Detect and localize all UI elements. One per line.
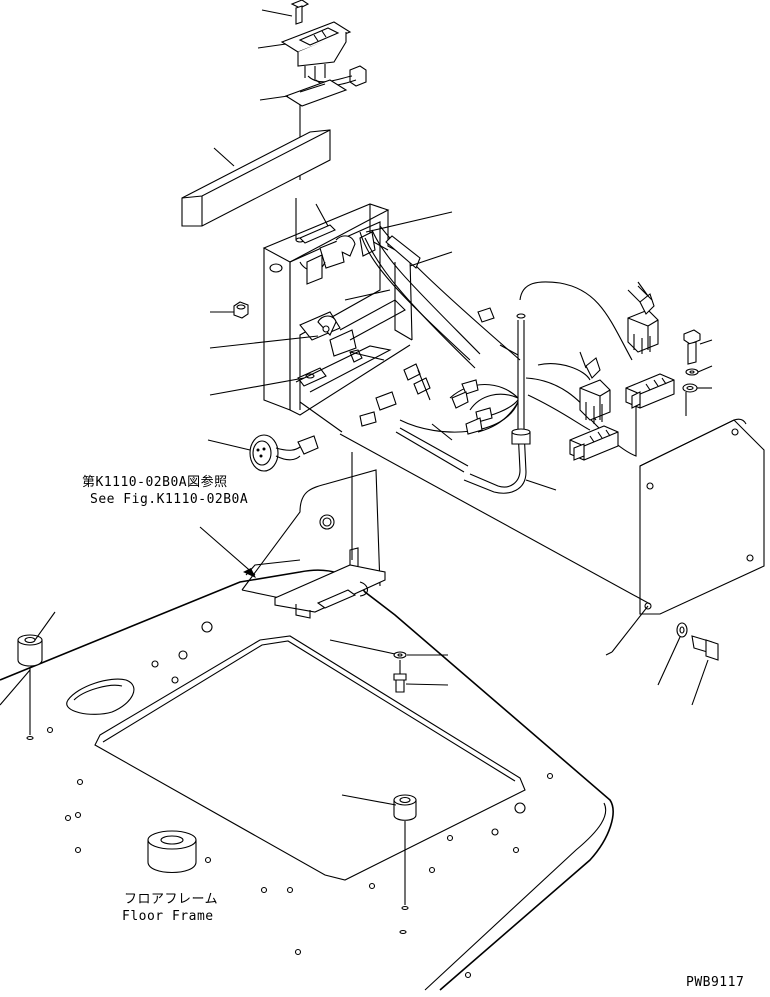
floor-holes xyxy=(46,621,554,979)
spacer-right xyxy=(341,794,417,935)
spacer-left xyxy=(17,611,56,741)
cover-panel xyxy=(339,418,765,653)
nut-left xyxy=(210,301,249,319)
floor-frame-label-english: Floor Frame xyxy=(122,909,214,924)
screw-washers-right xyxy=(682,329,713,416)
floor-frame-label-japanese: フロアフレーム xyxy=(124,892,219,907)
top-switch-assembly xyxy=(257,0,367,107)
foam-block xyxy=(181,129,331,227)
relay-right-top xyxy=(627,281,659,354)
relay-right-mid xyxy=(579,351,611,424)
mounting-bracket xyxy=(274,452,386,619)
collar-ring xyxy=(147,830,197,873)
buzzer xyxy=(207,434,319,472)
wire-harness xyxy=(359,281,637,494)
reference-note-english: See Fig.K1110-02B0A xyxy=(90,492,249,507)
switch-box-frame xyxy=(262,100,521,416)
center-washer-bolt xyxy=(329,639,449,693)
connector-blocks xyxy=(569,373,675,461)
floor-frame-plate xyxy=(0,559,614,991)
leader-left xyxy=(0,669,31,706)
washer-bolt-lower-right xyxy=(605,622,719,706)
reference-note-japanese: 第K1110-02B0A図参照 xyxy=(82,475,228,490)
figure-number: PWB9117 xyxy=(686,975,745,990)
inner-clamps xyxy=(209,289,406,433)
